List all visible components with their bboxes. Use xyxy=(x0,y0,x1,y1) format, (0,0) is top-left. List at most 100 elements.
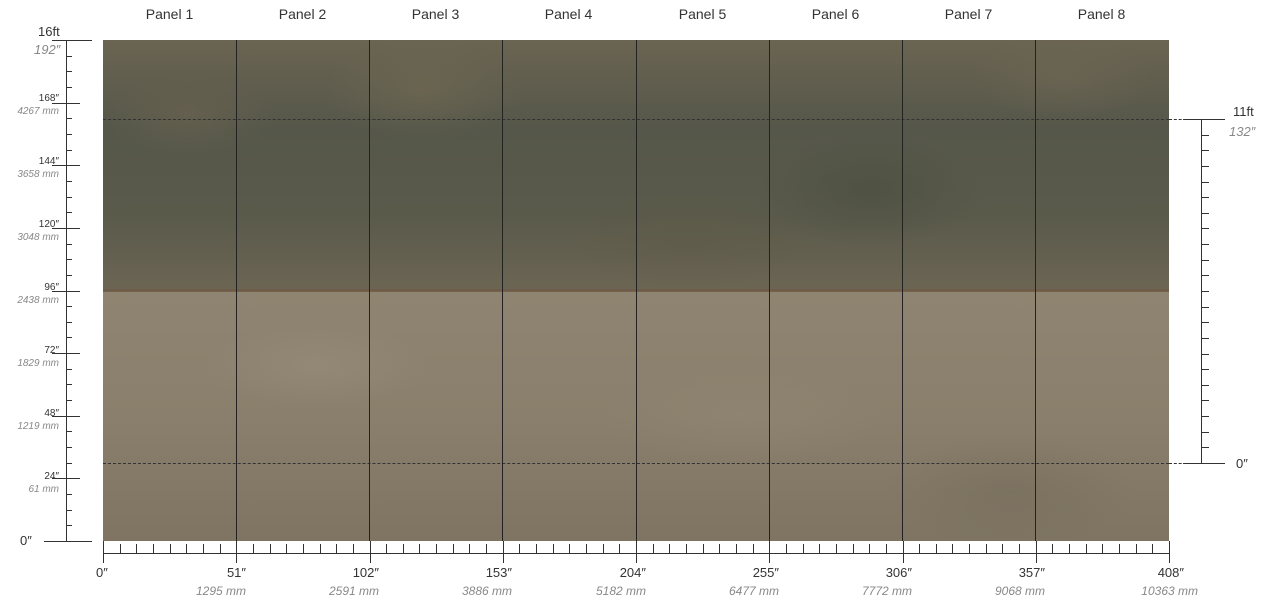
right-ruler-minor-tick xyxy=(1201,322,1209,323)
right-ruler-minor-tick xyxy=(1201,447,1209,448)
left-ruler-spine xyxy=(66,40,67,541)
left-ruler-minor-tick xyxy=(66,400,72,401)
bottom-ruler-minor-tick xyxy=(553,544,554,553)
panel-label-8: Panel 8 xyxy=(1077,6,1126,22)
bottom-ruler-minor-tick xyxy=(1136,544,1137,553)
left-ruler-minor-tick xyxy=(66,150,72,151)
left-mark-in: 168″ xyxy=(38,93,59,104)
bottom-ruler-major-tick xyxy=(370,541,371,563)
right-ruler-minor-tick xyxy=(1201,385,1209,386)
bottom-mark-in: 357″ xyxy=(1018,565,1045,580)
bottom-ruler-minor-tick xyxy=(170,544,171,553)
bottom-mark-mm: 2591 mm xyxy=(328,584,379,598)
left-mark-in: 24″ xyxy=(44,471,59,482)
bottom-ruler-minor-tick xyxy=(1069,544,1070,553)
bottom-ruler-minor-tick xyxy=(1152,544,1153,553)
right-ruler-minor-tick xyxy=(1201,244,1209,245)
panel-label-1: Panel 1 xyxy=(145,6,194,22)
left-ruler-minor-tick xyxy=(66,118,72,119)
right-ruler-minor-tick xyxy=(1201,260,1209,261)
bottom-ruler-minor-tick xyxy=(669,544,670,553)
right-ruler-minor-tick xyxy=(1201,432,1209,433)
right-ruler-minor-tick xyxy=(1201,338,1209,339)
bottom-ruler-minor-tick xyxy=(386,544,387,553)
bottom-ruler-minor-tick xyxy=(969,544,970,553)
panel-divider xyxy=(636,40,637,541)
left-ruler-major-tick xyxy=(52,165,80,166)
left-ruler-major-tick xyxy=(52,228,80,229)
bottom-mark-in: 255″ xyxy=(752,565,779,580)
panel-label-6: Panel 6 xyxy=(811,6,860,22)
bottom-ruler-minor-tick xyxy=(486,544,487,553)
left-mark-mm: 4267 mm xyxy=(17,106,59,117)
left-ruler-minor-tick xyxy=(66,463,72,464)
bottom-ruler-minor-tick xyxy=(469,544,470,553)
left-ruler-minor-tick xyxy=(66,337,72,338)
right-ruler-bottom-line xyxy=(1183,463,1225,464)
left-ruler-minor-tick xyxy=(66,431,72,432)
left-ruler-minor-tick xyxy=(66,244,72,245)
bottom-mark-mm: 9068 mm xyxy=(994,584,1045,598)
left-mark-mm: 1829 mm xyxy=(17,358,59,369)
bottom-ruler-minor-tick xyxy=(120,544,121,553)
bottom-ruler-minor-tick xyxy=(936,544,937,553)
bottom-ruler-minor-tick xyxy=(186,544,187,553)
mural-image xyxy=(103,40,1169,541)
right-ruler-minor-tick xyxy=(1201,416,1209,417)
left-ruler-minor-tick xyxy=(66,71,72,72)
bottom-ruler-major-tick xyxy=(236,541,237,563)
bottom-ruler-minor-tick xyxy=(153,544,154,553)
left-mark-mm: 61 mm xyxy=(28,484,59,495)
bottom-ruler-minor-tick xyxy=(1119,544,1120,553)
bottom-ruler-minor-tick xyxy=(986,544,987,553)
bottom-ruler-minor-tick xyxy=(853,544,854,553)
left-mark-in: 144″ xyxy=(38,156,59,167)
bottom-ruler-minor-tick xyxy=(819,544,820,553)
bottom-mark-in: 51″ xyxy=(226,565,246,580)
bottom-mark-mm: 10363 mm xyxy=(1141,584,1198,598)
bottom-ruler-minor-tick xyxy=(619,544,620,553)
right-ruler-minor-tick xyxy=(1201,228,1209,229)
bottom-ruler-minor-tick xyxy=(136,544,137,553)
left-ruler-top-in: 192″ xyxy=(34,42,61,57)
bottom-ruler-major-tick xyxy=(103,541,104,563)
left-ruler-minor-tick xyxy=(66,510,72,511)
right-ruler-minor-tick xyxy=(1201,400,1209,401)
left-ruler-minor-tick xyxy=(66,134,72,135)
bottom-mark-in: 306″ xyxy=(885,565,912,580)
panel-label-4: Panel 4 xyxy=(544,6,593,22)
right-ruler-top-ft: 11ft xyxy=(1233,104,1254,119)
left-ruler-minor-tick xyxy=(66,259,72,260)
left-ruler-major-tick xyxy=(52,353,80,354)
left-mark-mm: 2438 mm xyxy=(17,295,59,306)
bottom-ruler-start: 0″ xyxy=(96,565,108,580)
left-mark-mm: 1219 mm xyxy=(17,421,59,432)
bottom-ruler-minor-tick xyxy=(586,544,587,553)
left-ruler-minor-tick xyxy=(66,306,72,307)
bottom-ruler-minor-tick xyxy=(203,544,204,553)
left-ruler-minor-tick xyxy=(66,56,72,57)
bottom-ruler-minor-tick xyxy=(320,544,321,553)
right-ruler-minor-tick xyxy=(1201,150,1209,151)
bottom-ruler-major-tick xyxy=(503,541,504,563)
right-ruler-bottom: 0″ xyxy=(1236,456,1248,471)
bottom-ruler-minor-tick xyxy=(569,544,570,553)
bottom-ruler-minor-tick xyxy=(1052,544,1053,553)
left-mark-mm: 3658 mm xyxy=(17,169,59,180)
left-ruler-major-tick xyxy=(52,416,80,417)
right-ruler-minor-tick xyxy=(1201,166,1209,167)
left-ruler-major-tick xyxy=(52,291,80,292)
left-ruler-top-line xyxy=(52,40,92,41)
right-ruler-top-line xyxy=(1183,119,1225,120)
bottom-ruler-major-tick xyxy=(1169,541,1170,563)
left-ruler-minor-tick xyxy=(66,494,72,495)
bottom-ruler-minor-tick xyxy=(519,544,520,553)
left-ruler-bottom: 0″ xyxy=(20,533,32,548)
left-ruler-minor-tick xyxy=(66,212,72,213)
right-ruler-minor-tick xyxy=(1201,354,1209,355)
bottom-ruler-minor-tick xyxy=(952,544,953,553)
left-ruler-top-ft: 16ft xyxy=(38,24,60,39)
right-ruler-minor-tick xyxy=(1201,213,1209,214)
left-ruler-minor-tick xyxy=(66,275,72,276)
left-ruler-bottom-line xyxy=(44,541,92,542)
